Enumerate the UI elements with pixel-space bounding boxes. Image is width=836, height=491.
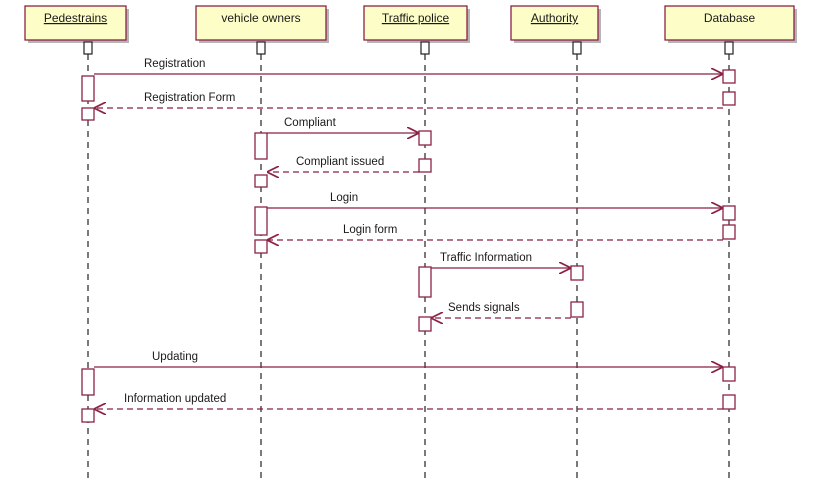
participant-vehicle-owners: vehicle owners	[195, 5, 329, 55]
activation-bar	[418, 266, 432, 298]
activation-bar	[570, 301, 584, 318]
message-traffic-information: Traffic Information	[431, 252, 571, 268]
lifeline-head-box	[83, 41, 93, 55]
participant-traffic-police: Traffic police	[363, 5, 470, 55]
message-compliant-issued: Compliant issued	[267, 156, 419, 172]
participant-box	[195, 5, 327, 41]
message-information-updated: Information updated	[94, 393, 723, 409]
lifeline-head-box	[420, 41, 430, 55]
message-label: Compliant issued	[296, 156, 384, 168]
activation-bar	[81, 75, 95, 102]
activation-bar	[254, 132, 268, 160]
participant-label: Authority	[531, 11, 578, 25]
activation-bar	[418, 316, 432, 332]
message-label: Registration	[144, 58, 205, 70]
message-label: Traffic Information	[440, 252, 532, 264]
participant-pedestrains: Pedestrains	[24, 5, 129, 55]
participant-label: Database	[704, 11, 756, 25]
message-label: Registration Form	[144, 92, 235, 104]
activation-bar	[254, 239, 268, 254]
message-login: Login	[267, 192, 723, 208]
message-label: Login	[330, 192, 358, 204]
activation-bar	[722, 224, 736, 240]
participant-authority: Authority	[510, 5, 601, 55]
activation-bar	[570, 265, 584, 281]
activation-bar	[81, 408, 95, 423]
participant-label: Traffic police	[382, 11, 450, 25]
lifeline-head-box	[572, 41, 582, 55]
activation-bar	[722, 366, 736, 382]
message-label: Login form	[343, 224, 397, 236]
message-registration-form: Registration Form	[94, 92, 723, 108]
participant-database: Database	[664, 5, 797, 55]
participant-label: Pedestrains	[44, 11, 107, 25]
participant-label: vehicle owners	[221, 11, 300, 25]
activation-bar	[418, 158, 432, 173]
activation-bar	[722, 91, 736, 106]
message-label: Sends signals	[448, 302, 520, 314]
message-label: Updating	[152, 351, 198, 363]
activation-bar	[254, 206, 268, 236]
message-label: Information updated	[124, 393, 226, 405]
activation-bar	[722, 69, 736, 84]
message-login-form: Login form	[267, 224, 723, 240]
message-updating: Updating	[94, 351, 723, 367]
message-registration: Registration	[94, 58, 723, 74]
lifeline-head-box	[724, 41, 734, 55]
lifeline-head-box	[256, 41, 266, 55]
activation-bar	[722, 205, 736, 221]
participant-box	[363, 5, 468, 41]
activation-bar	[722, 394, 736, 410]
activation-bar	[81, 368, 95, 396]
participant-box	[510, 5, 599, 41]
activation-bar	[418, 130, 432, 146]
message-label: Compliant	[284, 117, 337, 129]
message-compliant: Compliant	[267, 117, 419, 133]
participant-box	[664, 5, 795, 41]
activation-bar	[81, 107, 95, 121]
activation-bar	[254, 174, 268, 188]
participant-box	[24, 5, 127, 41]
message-sends-signals: Sends signals	[431, 302, 571, 318]
